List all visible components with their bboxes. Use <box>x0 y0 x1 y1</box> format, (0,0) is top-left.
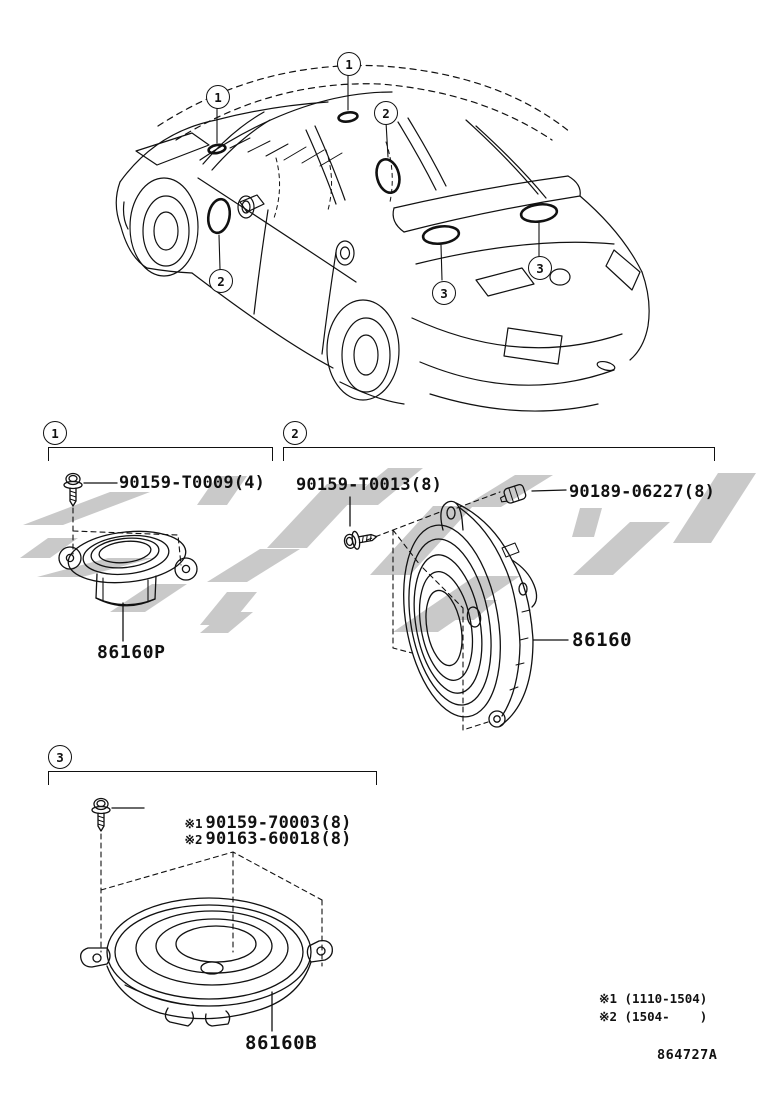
car-callout-2-left: 2 <box>209 269 233 293</box>
speaker-oval-86160 <box>403 500 538 728</box>
car-callout-1-left: 1 <box>206 85 230 109</box>
footnote-1: ※1 (1110-1504) <box>599 991 708 1006</box>
speaker-rear-86160B <box>80 897 333 1027</box>
clip-icon <box>499 484 527 504</box>
callout-number: 1 <box>214 89 222 105</box>
section-number: 1 <box>51 425 59 441</box>
substitution-mark: ※2 <box>184 832 203 847</box>
car-callout-2-right: 2 <box>374 101 398 125</box>
callout-leaders <box>216 73 540 281</box>
callout-number: 3 <box>440 285 448 301</box>
part-code-label: 90163-60018(8) <box>205 829 352 849</box>
screw-icon <box>63 472 83 507</box>
section-number: 2 <box>291 425 299 441</box>
screw-icon <box>91 797 111 832</box>
car-callout-3-right: 3 <box>528 256 552 280</box>
callout-number: 1 <box>345 56 353 72</box>
part-code-label: 90189-06227(8) <box>569 482 716 502</box>
figure-number: 864727A <box>657 1047 718 1063</box>
section1-drawing <box>58 472 198 642</box>
car-callout-1-right: 1 <box>337 52 361 76</box>
car-callout-3-left: 3 <box>432 281 456 305</box>
callout-number: 3 <box>536 260 544 276</box>
screw-icon <box>343 530 378 550</box>
watermark-logo <box>20 468 756 633</box>
callout-number: 2 <box>217 273 225 289</box>
section1-number-circle: 1 <box>43 421 67 445</box>
speaker-code-label: 86160 <box>572 629 633 651</box>
part-code-label: 90159-T0009(4) <box>119 473 266 493</box>
section2-number-circle: 2 <box>283 421 307 445</box>
part-code-label: 90159-70003(8) <box>205 813 352 833</box>
section2-bracket <box>283 447 715 461</box>
speaker-position-marks <box>206 111 559 246</box>
speaker-code-label: 86160P <box>97 642 166 663</box>
section-number: 3 <box>56 749 64 765</box>
speaker-code-label: 86160B <box>245 1032 318 1054</box>
section3-drawing <box>80 797 333 1032</box>
section1-bracket <box>48 447 273 461</box>
speaker-small-86160P <box>58 530 198 607</box>
callout-number: 2 <box>382 105 390 121</box>
section3-bracket <box>48 771 377 785</box>
part-code-label: 90159-T0013(8) <box>296 475 443 495</box>
substitution-mark: ※1 <box>184 816 203 831</box>
section2-drawing <box>343 484 569 731</box>
section3-number-circle: 3 <box>48 745 72 769</box>
footnote-2: ※2 (1504- ) <box>599 1009 708 1024</box>
